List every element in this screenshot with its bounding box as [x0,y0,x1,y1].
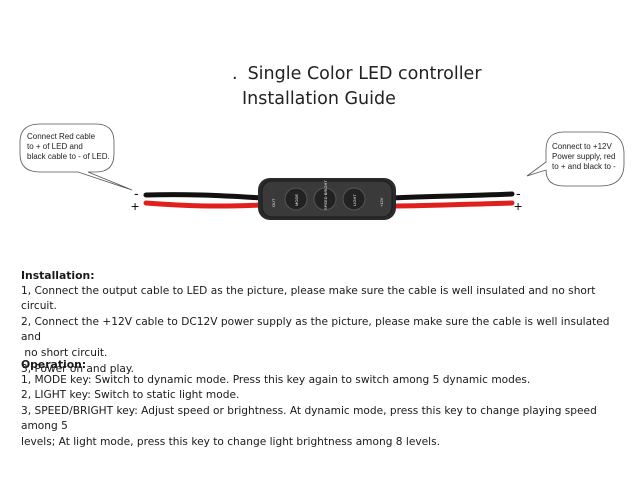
right-callout-shape [526,131,625,187]
operation-line-2: 2, LIGHT key: Switch to static light mod… [21,389,240,402]
title-line-2: Installation Guide [242,89,396,109]
right-callout-line-3: to + and black to - [552,162,616,171]
page-title: . Single Color LED controller Installati… [232,62,482,112]
speed-bright-key-label: SPEED BRIGHT [323,180,328,210]
right-plus-sign: + [514,198,522,214]
left-callout-shape [19,123,133,191]
operation-line-4: levels; At light mode, press this key to… [21,435,440,448]
light-key [342,187,366,211]
left-callout-line-2: to + of LED and [27,142,83,151]
operation-heading: Operation: [21,358,87,371]
mode-key [284,187,308,211]
left-callout: Connect Red cable to + of LED and black … [19,123,133,191]
left-minus-sign: - [134,185,139,201]
light-key-label: LIGHT [352,194,357,206]
speed-bright-key [313,187,337,211]
left-callout-line-1: Connect Red cable [27,132,96,141]
installation-heading: Installation: [21,269,95,282]
installation-line-2: 2, Connect the +12V cable to DC12V power… [21,315,610,344]
title-line-1: . Single Color LED controller [232,62,482,87]
installation-line-4: 3, Power on and play. [21,362,135,375]
out-label: OUT [271,198,276,207]
right-minus-sign: - [516,185,521,201]
left-callout-line-3: black cable to - of LED. [27,152,110,161]
in-label: +12V [379,197,384,207]
right-callout-line-2: Power supply, red [552,152,615,161]
operation-line-3: 3, SPEED/BRIGHT key: Adjust speed or bri… [21,404,597,433]
right-callout-line-1: Connect to +12V [552,142,612,151]
title-bullet: . [232,64,238,84]
installation-section: Installation: 1, Connect the output cabl… [21,268,626,377]
operation-line-1: 1, MODE key: Switch to dynamic mode. Pre… [21,373,531,386]
right-callout: Connect to +12V Power supply, red to + a… [526,131,625,187]
left-red-wire [143,200,265,209]
right-red-wire [389,200,515,209]
wiring-diagram: Connect Red cable to + of LED and black … [19,123,625,220]
operation-section: Operation: 1, MODE key: Switch to dynami… [21,357,626,451]
left-black-wire [143,192,265,201]
led-controller: OUT MODE SPEED BRIGHT LIGHT +12V [258,178,396,220]
installation-line-3: no short circuit. [21,346,108,359]
installation-line-1: 1, Connect the output cable to LED as th… [21,284,596,313]
left-plus-sign: + [131,198,139,214]
right-black-wire [389,191,515,201]
mode-key-label: MODE [294,194,299,206]
title-text: Single Color LED controller [247,64,482,84]
